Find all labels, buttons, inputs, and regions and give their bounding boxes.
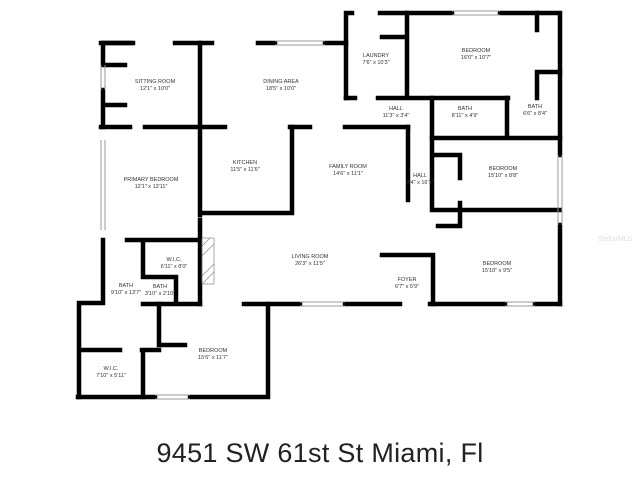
room-label-wic: W.I.C.7'10" x 5'11" <box>96 366 126 379</box>
windows <box>100 10 563 400</box>
fireplace <box>201 237 215 285</box>
room-label-wic: W.I.C.6'11" x 8'0" <box>160 257 188 270</box>
walls <box>75 10 563 400</box>
address-caption: 9451 SW 61st St Miami, Fl <box>156 438 484 468</box>
watermark: StellarMLS <box>598 236 633 243</box>
